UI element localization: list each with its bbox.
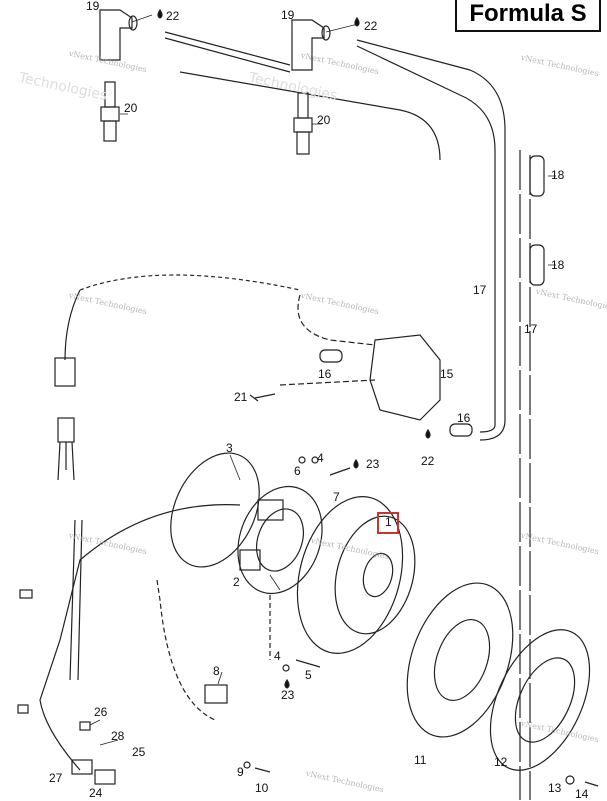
callout-22[interactable]: 22	[166, 9, 180, 23]
callout-22[interactable]: 22	[421, 454, 435, 468]
callout-17[interactable]: 17	[473, 283, 487, 297]
callout-7[interactable]: 7	[333, 490, 340, 504]
cover	[489, 629, 591, 771]
callout-20[interactable]: 20	[317, 113, 331, 127]
callout-12[interactable]: 12	[494, 755, 508, 769]
spark-plug-right	[293, 92, 313, 155]
highlight-box	[377, 512, 399, 534]
grease-drop-icon	[157, 8, 431, 689]
callout-25[interactable]: 25	[132, 745, 146, 759]
ignition-coil	[279, 294, 473, 437]
callout-9[interactable]: 9	[237, 765, 244, 779]
callout-10[interactable]: 10	[255, 781, 269, 795]
spark-plug-boot-right	[291, 19, 331, 71]
wiring-harness	[17, 274, 301, 771]
callout-19[interactable]: 19	[86, 0, 100, 13]
callout-18[interactable]: 18	[551, 258, 565, 272]
spark-plug-boot-left	[99, 9, 138, 61]
callout-2[interactable]: 2	[233, 575, 240, 589]
callout-28[interactable]: 28	[111, 729, 125, 743]
callout-14[interactable]: 14	[575, 787, 589, 801]
callout-16[interactable]: 16	[457, 411, 471, 425]
callout-5[interactable]: 5	[305, 668, 312, 682]
callout-23[interactable]: 23	[366, 457, 380, 471]
callout-21[interactable]: 21	[234, 390, 248, 404]
leader-lines	[89, 14, 556, 746]
callout-1[interactable]: 1	[385, 515, 392, 529]
ring-gear	[406, 582, 514, 738]
callout-20[interactable]: 20	[124, 101, 138, 115]
stator-plate	[170, 452, 260, 568]
callout-15[interactable]: 15	[440, 367, 454, 381]
flywheel	[296, 496, 416, 654]
callout-16[interactable]: 16	[318, 367, 332, 381]
callout-6[interactable]: 6	[294, 464, 301, 478]
model-title: Formula S	[455, 0, 601, 32]
callout-24[interactable]: 24	[89, 786, 103, 800]
spark-plug-left	[100, 81, 120, 142]
callout-4[interactable]: 4	[317, 451, 324, 465]
callout-26[interactable]: 26	[94, 705, 108, 719]
callout-23[interactable]: 23	[281, 688, 295, 702]
callout-11[interactable]: 11	[414, 753, 427, 767]
callout-22[interactable]: 22	[364, 19, 378, 33]
callout-3[interactable]: 3	[226, 441, 233, 455]
bolt-21	[249, 393, 276, 402]
callout-27[interactable]: 27	[49, 771, 63, 785]
stator	[237, 485, 323, 595]
callout-4[interactable]: 4	[274, 649, 281, 663]
callout-18[interactable]: 18	[551, 168, 565, 182]
sleeve-18	[529, 155, 545, 286]
callout-8[interactable]: 8	[213, 664, 220, 678]
callout-17[interactable]: 17	[524, 322, 538, 336]
hardware	[71, 456, 599, 787]
callout-13[interactable]: 13	[548, 781, 562, 795]
callout-19[interactable]: 19	[281, 8, 295, 22]
